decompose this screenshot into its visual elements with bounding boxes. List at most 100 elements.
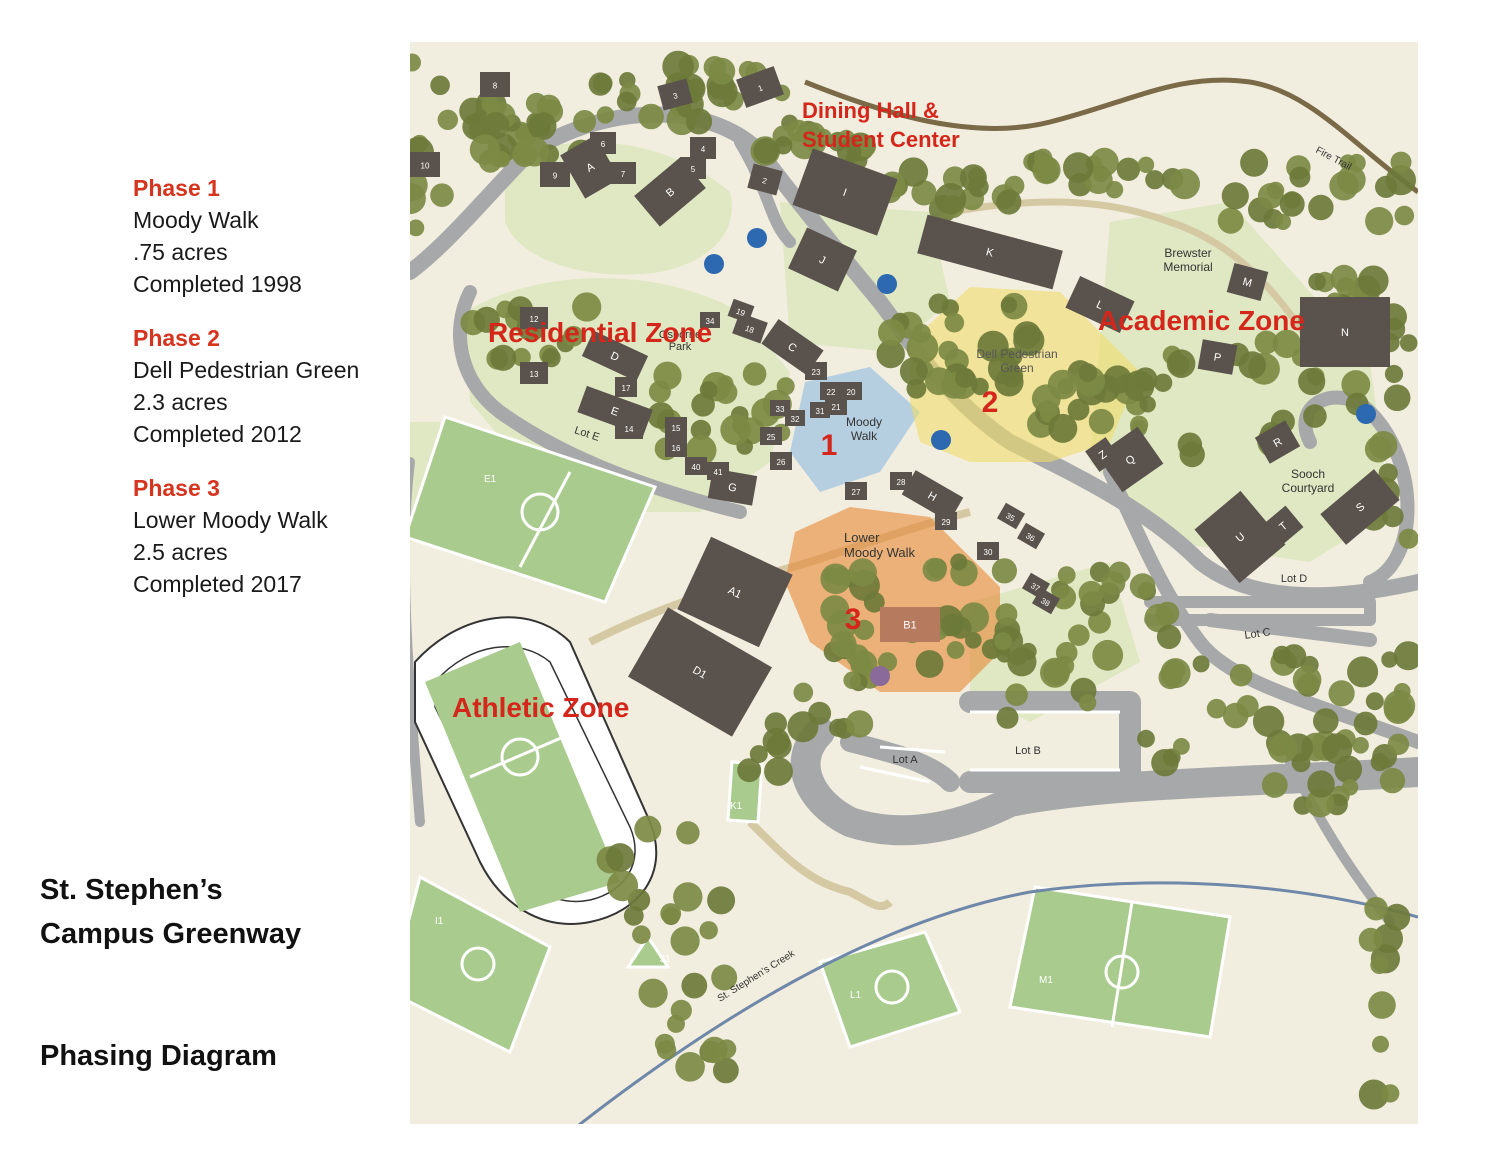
tree (1032, 156, 1061, 185)
building-footprint (825, 397, 847, 415)
title-line-1: St. Stephen’s (40, 874, 223, 906)
tree (774, 136, 793, 155)
building: 22 (820, 382, 842, 400)
building: 31 (810, 402, 830, 418)
building: 12 (520, 307, 548, 329)
zone-labels: Residential Zone Academic Zone Athletic … (452, 98, 1305, 723)
tree (762, 727, 790, 756)
tree (753, 138, 779, 164)
accessible-icon (747, 228, 767, 248)
tree (995, 603, 1018, 626)
building: 6 (590, 132, 616, 154)
tree (928, 293, 949, 314)
tree (1383, 384, 1411, 412)
tree (1013, 324, 1045, 356)
tree (848, 558, 877, 587)
tree (1051, 585, 1077, 610)
dining-hall-label-1: Dining Hall & (802, 98, 939, 123)
field-j1-label: J1 (660, 954, 671, 965)
building-letter: K (985, 246, 996, 260)
building-footprint (760, 427, 782, 445)
tree (681, 972, 708, 999)
building-number: 40 (692, 463, 701, 472)
field-m1-label: M1 (1039, 975, 1053, 986)
tree (1352, 737, 1369, 754)
tree (607, 870, 639, 902)
tree (717, 375, 734, 392)
phase-number-3: 3 (845, 603, 862, 636)
tree (473, 306, 500, 333)
tree (469, 134, 501, 165)
building-footprint (707, 462, 729, 480)
building-footprint (935, 512, 957, 530)
building-footprint (520, 307, 548, 329)
building: 27 (845, 482, 867, 500)
tree (1092, 639, 1124, 671)
tree (946, 641, 965, 659)
tree (1394, 205, 1415, 226)
tree (1379, 767, 1406, 794)
tree (845, 710, 874, 738)
tree (1368, 991, 1396, 1019)
tree (623, 905, 644, 926)
tree (829, 718, 847, 737)
tree (787, 711, 819, 743)
tree (437, 109, 458, 130)
tree (955, 367, 976, 388)
tree (690, 419, 712, 441)
tree (906, 331, 939, 364)
tree (676, 821, 700, 845)
tree (949, 616, 972, 639)
tree (1047, 369, 1078, 400)
tree (1328, 680, 1355, 707)
tree (915, 650, 944, 678)
building: 29 (935, 512, 957, 530)
building: 13 (520, 362, 548, 384)
building-number: 6 (601, 140, 606, 149)
building: 21 (825, 397, 847, 415)
building-footprint (736, 66, 784, 108)
building-footprint (1226, 262, 1269, 302)
building-footprint (665, 437, 687, 457)
building-number: 21 (832, 403, 841, 412)
building-footprint (628, 607, 772, 737)
tree (1381, 651, 1398, 668)
building-footprint (917, 214, 1063, 290)
tree (1160, 658, 1191, 689)
tree (1358, 1079, 1389, 1110)
phase-number-1: 1 (821, 429, 838, 462)
tree (996, 706, 1019, 729)
tree (1279, 191, 1305, 217)
building-footprint (610, 162, 636, 184)
field-labels: E1 I1 J1 K1 L1 M1 (435, 474, 1053, 1001)
building: Z (1085, 437, 1120, 472)
tree (1078, 580, 1104, 607)
building-footprint (820, 382, 842, 400)
tree (1385, 165, 1416, 196)
building-footprint (700, 312, 720, 328)
tree (1336, 165, 1366, 195)
building-footprint (727, 298, 755, 324)
tree (638, 978, 668, 1008)
tree (708, 57, 736, 85)
tree (876, 339, 905, 369)
tree (481, 95, 499, 113)
building-number: 22 (827, 388, 836, 397)
tree (1308, 272, 1326, 291)
building-number: 25 (767, 433, 776, 442)
st-stephens-creek (577, 881, 1418, 1124)
building-footprint (581, 330, 649, 382)
tree (660, 903, 682, 924)
building: 38 (1031, 587, 1061, 615)
tree (1137, 156, 1155, 173)
building-footprint (761, 318, 824, 376)
tree (1387, 733, 1410, 755)
tree (843, 671, 861, 690)
tree (1007, 647, 1037, 677)
building-letter: E (609, 405, 620, 419)
building-footprint (880, 607, 940, 642)
lower-moody-label-1: Lower (844, 530, 880, 545)
building-number: 34 (706, 317, 715, 326)
building-footprint (1194, 490, 1286, 584)
tree (699, 921, 718, 940)
